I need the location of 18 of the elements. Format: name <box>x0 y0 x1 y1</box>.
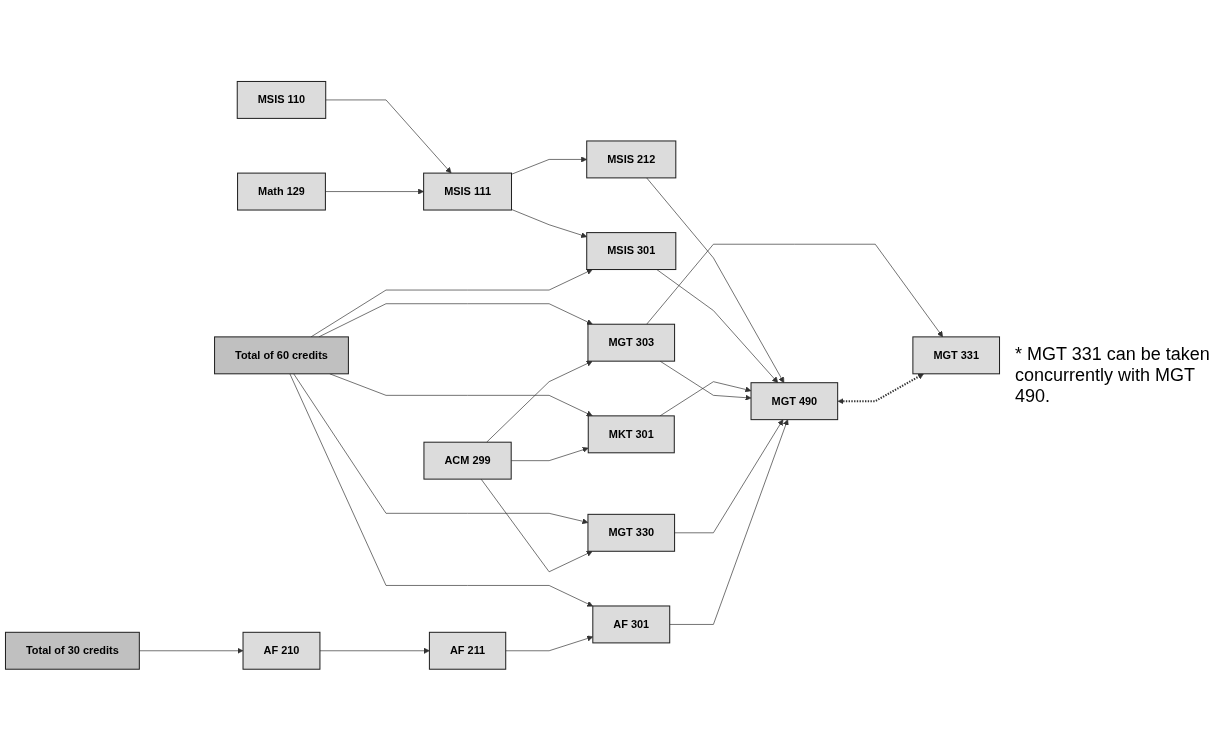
node-box: Total of 30 credits <box>4 631 140 670</box>
node-box: MGT 490 <box>750 382 839 421</box>
node-box: MSIS 110 <box>236 81 327 120</box>
node-box: MSIS 111 <box>423 172 512 211</box>
node-box: MSIS 301 <box>586 232 677 271</box>
node-box: MKT 301 <box>587 415 675 454</box>
arrow <box>837 373 924 405</box>
node-box: AF 301 <box>592 605 671 644</box>
node-box: MGT 303 <box>587 323 676 362</box>
node-box: Total of 60 credits <box>214 336 349 375</box>
note-text: * MGT 331 can be taken concurrently with MGT 490. <box>1015 344 1211 407</box>
node-box: AF 211 <box>428 631 507 670</box>
node-box: MGT 331 <box>912 336 1001 375</box>
node-box: Math 129 <box>237 172 326 211</box>
node-box: MGT 330 <box>587 513 676 552</box>
node-box: AF 210 <box>242 631 321 670</box>
node-box: MSIS 212 <box>586 140 677 179</box>
node-box: ACM 299 <box>423 441 512 480</box>
